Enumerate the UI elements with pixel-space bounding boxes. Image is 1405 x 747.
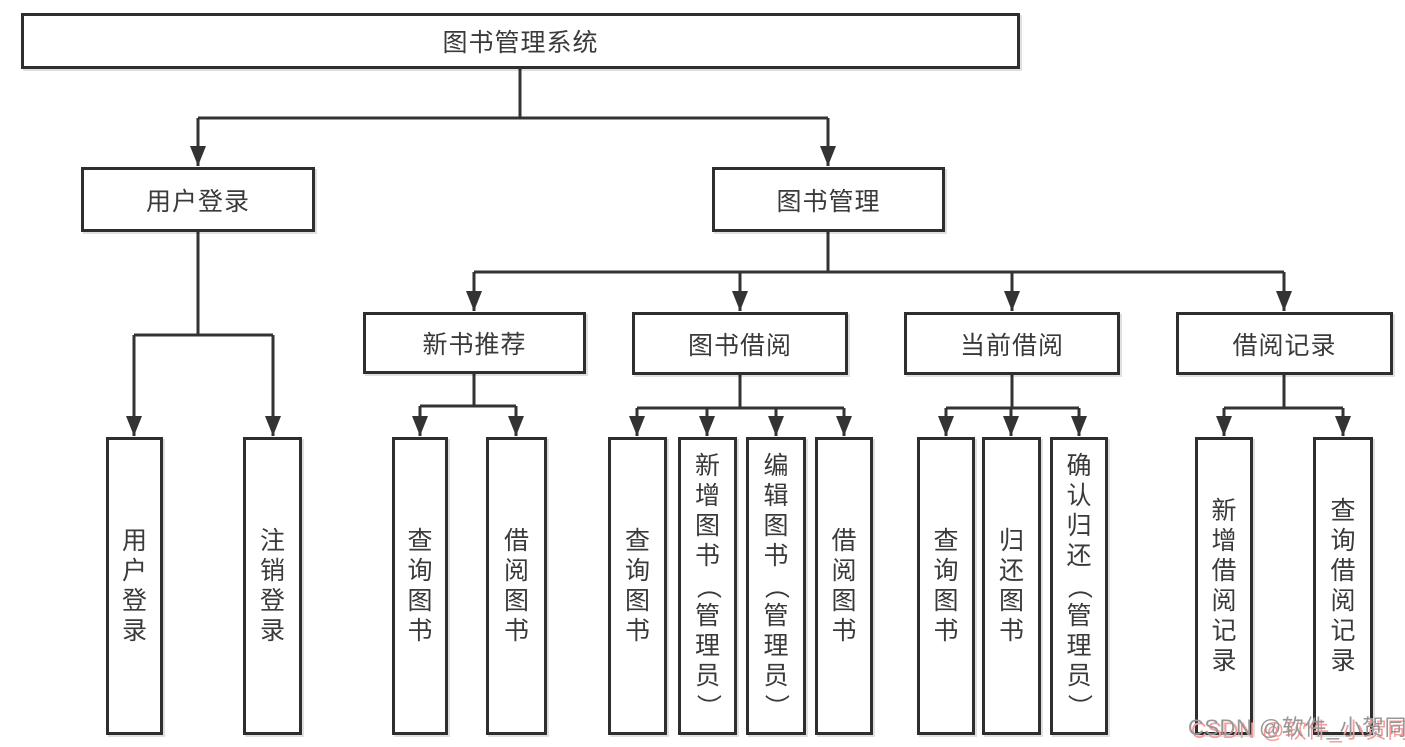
glyph: 询	[1330, 526, 1356, 555]
node-book-borrow: 图书借阅	[632, 312, 848, 375]
glyph: 书	[763, 541, 789, 570]
glyph: 图	[503, 586, 529, 615]
glyph: 注	[259, 526, 285, 555]
glyph: 书	[831, 616, 857, 645]
glyph: （	[693, 573, 722, 599]
glyph: 员	[1066, 661, 1092, 690]
glyph: 新	[694, 451, 720, 480]
glyph: 户	[121, 556, 147, 585]
glyph: 图	[998, 586, 1024, 615]
glyph: 借	[831, 526, 857, 555]
leaf-add-borrow-record: 新增借阅记录	[1195, 437, 1253, 735]
glyph: 理	[694, 631, 720, 660]
leaf-newbook-query-books: 查询图书	[392, 437, 448, 735]
glyph: 编	[763, 451, 789, 480]
leaf-newbook-borrow-books: 借阅图书	[486, 437, 547, 735]
glyph: 用	[121, 526, 147, 555]
leaf-logout: 注销登录	[243, 437, 302, 735]
glyph: 记	[1330, 616, 1356, 645]
glyph: 理	[763, 631, 789, 660]
glyph: （	[1065, 573, 1094, 599]
glyph: 还	[1066, 541, 1092, 570]
glyph: 阅	[1211, 586, 1237, 615]
glyph: 登	[259, 586, 285, 615]
glyph: 查	[1330, 496, 1356, 525]
glyph: 书	[407, 616, 433, 645]
leaf-confirm-return-admin: 确认归还 （管理员 ）	[1050, 437, 1108, 735]
glyph: 书	[694, 541, 720, 570]
glyph: 阅	[831, 556, 857, 585]
glyph: 确	[1066, 451, 1092, 480]
glyph: 图	[831, 586, 857, 615]
node-user-login: 用户登录	[81, 167, 315, 232]
glyph: 询	[933, 556, 959, 585]
leaf-edit-books-admin: 编辑图书 （管理员 ）	[746, 437, 806, 735]
node-current-borrow: 当前借阅	[904, 312, 1120, 375]
glyph: 管	[694, 601, 720, 630]
glyph: 借	[1330, 556, 1356, 585]
glyph: 辑	[763, 481, 789, 510]
leaf-user-login: 用户登录	[106, 437, 163, 735]
glyph: 新	[1211, 496, 1237, 525]
glyph: 认	[1066, 481, 1092, 510]
glyph: 理	[1066, 631, 1092, 660]
leaf-query-borrow-record: 查询借阅记录	[1313, 437, 1373, 735]
glyph: （	[762, 573, 791, 599]
glyph: 借	[1211, 556, 1237, 585]
glyph: 书	[998, 616, 1024, 645]
glyph: 记	[1211, 616, 1237, 645]
leaf-borrow-borrow-books: 借阅图书	[815, 437, 873, 735]
node-root-system: 图书管理系统	[21, 13, 1020, 69]
glyph: 书	[503, 616, 529, 645]
glyph: ）	[1065, 693, 1094, 719]
glyph: 还	[998, 556, 1024, 585]
glyph: 图	[407, 586, 433, 615]
glyph: 录	[259, 616, 285, 645]
glyph: 归	[1066, 511, 1092, 540]
glyph: ）	[762, 693, 791, 719]
glyph: 图	[763, 511, 789, 540]
glyph: 登	[121, 586, 147, 615]
glyph: 询	[407, 556, 433, 585]
glyph: 借	[503, 526, 529, 555]
connector-group	[126, 69, 1351, 436]
glyph: 书	[933, 616, 959, 645]
glyph: 查	[624, 526, 650, 555]
glyph: 录	[1211, 646, 1237, 675]
glyph: 录	[1330, 646, 1356, 675]
leaf-borrow-query-books: 查询图书	[608, 437, 667, 735]
glyph: 员	[694, 661, 720, 690]
node-borrow-records: 借阅记录	[1176, 312, 1393, 375]
glyph: 管	[1066, 601, 1092, 630]
glyph: 书	[624, 616, 650, 645]
glyph: 阅	[1330, 586, 1356, 615]
glyph: 询	[624, 556, 650, 585]
glyph: 管	[763, 601, 789, 630]
glyph: 阅	[503, 556, 529, 585]
leaf-add-books-admin: 新增图书 （管理员 ）	[678, 437, 737, 735]
glyph: 录	[121, 616, 147, 645]
glyph: 图	[694, 511, 720, 540]
leaf-current-query-books: 查询图书	[917, 437, 975, 735]
node-book-management: 图书管理	[712, 167, 945, 232]
node-new-book-recommend: 新书推荐	[363, 312, 586, 374]
glyph: 增	[1211, 526, 1237, 555]
glyph: 归	[998, 526, 1024, 555]
glyph: 图	[933, 586, 959, 615]
glyph: 销	[259, 556, 285, 585]
glyph: 查	[933, 526, 959, 555]
glyph: 图	[624, 586, 650, 615]
glyph: 查	[407, 526, 433, 555]
glyph: ）	[693, 693, 722, 719]
glyph: 员	[763, 661, 789, 690]
csdn-watermark: CSDN @软件_小贺同学	[1188, 715, 1405, 740]
leaf-return-books: 归还图书	[982, 437, 1041, 735]
glyph: 增	[694, 481, 720, 510]
